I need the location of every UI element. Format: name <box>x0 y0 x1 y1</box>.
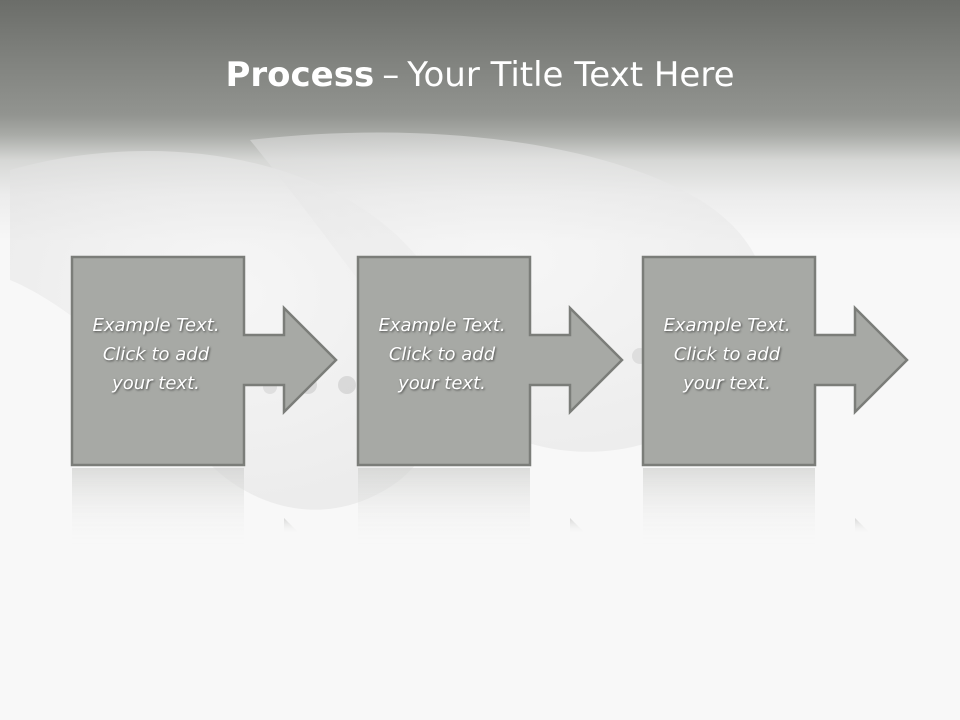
title-separator: – <box>382 55 400 95</box>
title-bold: Process <box>225 55 375 95</box>
step-1-line-3: your text. <box>112 373 200 394</box>
process-step-3-text[interactable]: Example Text. Click to add your text. <box>641 311 813 398</box>
process-steps-reflection <box>71 468 871 546</box>
title-rest: Your Title Text Here <box>407 55 735 95</box>
process-step-3-shape[interactable] <box>641 255 909 467</box>
step-3-line-3: your text. <box>683 373 771 394</box>
step-2-line-1: Example Text. <box>378 315 506 336</box>
process-step-1-shape[interactable] <box>70 255 338 467</box>
step-2-line-2: Click to add <box>388 344 496 365</box>
process-step-1-text[interactable]: Example Text. Click to add your text. <box>70 311 242 398</box>
step-3-line-2: Click to add <box>673 344 781 365</box>
step-1-line-2: Click to add <box>102 344 210 365</box>
step-3-line-1: Example Text. <box>663 315 791 336</box>
process-step-2-shape[interactable] <box>356 255 624 467</box>
slide-title[interactable]: Process–Your Title Text Here <box>0 52 960 98</box>
step-1-line-1: Example Text. <box>92 315 220 336</box>
process-step-2-text[interactable]: Example Text. Click to add your text. <box>356 311 528 398</box>
step-2-line-3: your text. <box>398 373 486 394</box>
